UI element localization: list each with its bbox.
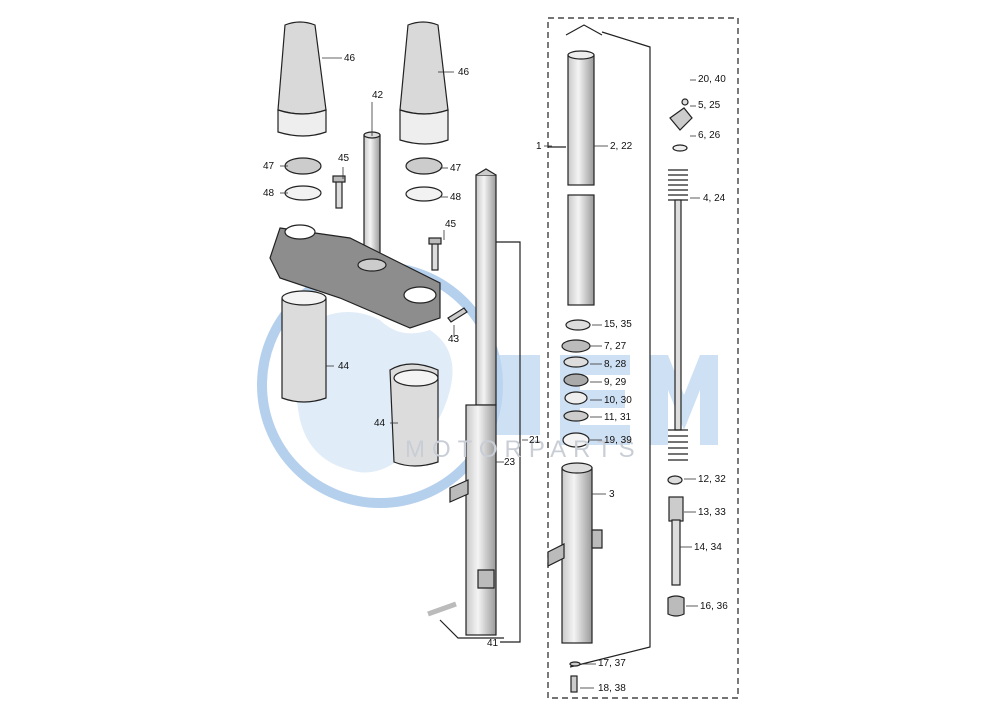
part-label-10-30: 10, 30	[604, 395, 632, 406]
part-label-41: 41	[487, 638, 499, 649]
bolt-43	[447, 307, 468, 323]
bracket-line-1	[548, 24, 603, 148]
fork-cover-right	[399, 21, 449, 145]
seal-47-right	[405, 157, 443, 175]
fork-cover-left	[277, 21, 327, 137]
part-label-12-32: 12, 32	[698, 474, 726, 485]
part-label-8-28: 8, 28	[604, 359, 627, 370]
part-label-5-25: 5, 25	[698, 100, 721, 111]
part-label-18-38: 18, 38	[598, 683, 626, 694]
part-label-15-35: 15, 35	[604, 319, 632, 330]
part-label-3: 3	[609, 489, 615, 500]
part-label-2-22: 2, 22	[610, 141, 633, 152]
part-label-17-37: 17, 37	[598, 658, 626, 669]
part-label-43: 43	[448, 334, 460, 345]
part-label-46: 46	[344, 53, 356, 64]
o-ring-6-26	[672, 144, 688, 152]
leader-41	[439, 619, 504, 639]
part-label-9-29: 9, 29	[604, 377, 627, 388]
damper-rod-14-34	[671, 519, 681, 586]
clip-10-30	[564, 391, 588, 405]
part-label-48: 48	[450, 192, 462, 203]
part-label-47: 47	[450, 163, 462, 174]
part-label-44: 44	[374, 418, 386, 429]
bushing-15-35	[565, 319, 591, 331]
oil-lock-16-36	[667, 595, 685, 617]
part-label-6-26: 6, 26	[698, 130, 721, 141]
part-label-13-33: 13, 33	[698, 507, 726, 518]
washer-8-28	[563, 356, 589, 368]
part-label-14-34: 14, 34	[694, 542, 722, 553]
piston-13-33	[668, 496, 684, 522]
ring-12-32	[667, 475, 683, 485]
part-label-11-31: 11, 31	[604, 412, 632, 423]
seal-47-left	[284, 157, 322, 175]
part-label-16-36: 16, 36	[700, 601, 728, 612]
part-label-19-39: 19, 39	[604, 435, 632, 446]
watermark-text: MOTORPARTS	[405, 436, 642, 463]
part-label-21: 21	[529, 435, 541, 446]
bolt-45-left	[332, 175, 346, 209]
part-label-44: 44	[338, 361, 350, 372]
bushing-11-31	[563, 410, 589, 422]
part-label-1: 1	[536, 141, 542, 152]
seal-7-27	[561, 339, 591, 353]
part-label-20-40: 20, 40	[698, 74, 726, 85]
part-label-4-24: 4, 24	[703, 193, 726, 204]
fork-assembly-left	[449, 168, 497, 636]
seal-19-39	[562, 432, 590, 448]
bracket-line-21	[496, 241, 521, 643]
washer-48-right	[405, 186, 443, 202]
cap-bolt-5-25	[669, 107, 693, 131]
o-ring-20-40	[681, 98, 689, 106]
washer-48-left	[284, 185, 322, 201]
seal-9-29	[563, 373, 589, 387]
lower-cover-left	[281, 290, 327, 403]
inner-tube-2-22	[567, 50, 595, 306]
spring-4-24	[668, 169, 688, 461]
part-label-45: 45	[338, 153, 350, 164]
part-label-47: 47	[263, 161, 275, 172]
part-label-48: 48	[263, 188, 275, 199]
part-label-23: 23	[504, 457, 516, 468]
part-label-45: 45	[445, 219, 457, 230]
bolt-45-right	[428, 237, 442, 271]
part-label-7-27: 7, 27	[604, 341, 627, 352]
bracket-line-outer	[569, 31, 651, 668]
lower-cover-right	[389, 363, 439, 467]
steering-stem	[363, 131, 381, 266]
under-bracket	[269, 224, 441, 329]
bolt-41	[427, 601, 457, 617]
outer-tube-3	[547, 462, 603, 644]
bolt-18-38	[570, 675, 578, 693]
washer-17-37	[569, 661, 581, 667]
part-label-46: 46	[458, 67, 470, 78]
part-label-42: 42	[372, 90, 384, 101]
assembly-group-box	[547, 17, 739, 699]
